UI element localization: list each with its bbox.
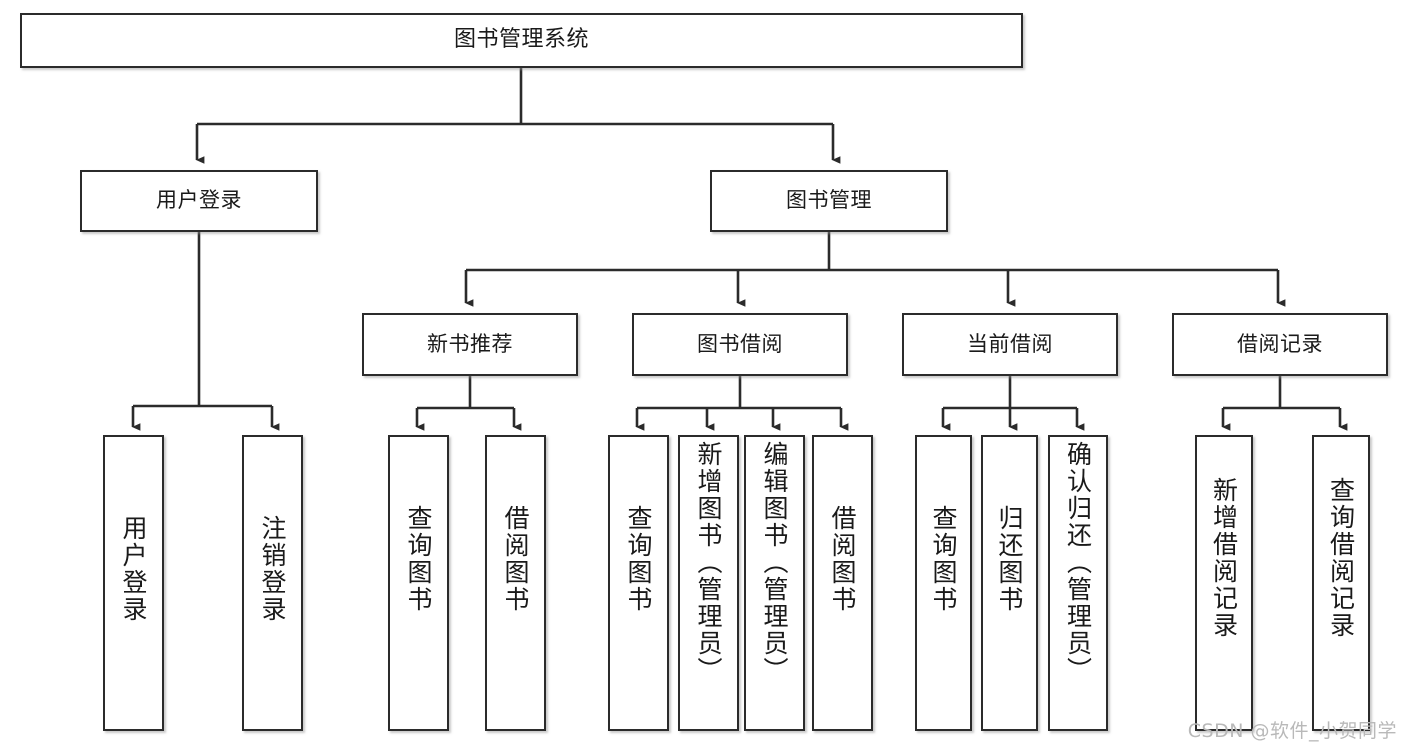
node-book-borrow[interactable]: 图书借阅: [632, 313, 848, 376]
node-label: 查询图书: [624, 505, 653, 613]
node-label: 查询借阅记录: [1326, 477, 1356, 639]
node-leaf-add-record[interactable]: 新增借阅记录: [1195, 435, 1253, 731]
node-label: 图书管理系统: [453, 27, 589, 53]
node-leaf-borrow-book-2[interactable]: 借阅图书: [812, 435, 873, 731]
node-leaf-add-book[interactable]: 新增图书（管理员）: [678, 435, 739, 731]
node-label: 注销登录: [258, 515, 287, 623]
node-book-management[interactable]: 图书管理: [710, 170, 948, 232]
node-label: 借阅图书: [501, 505, 530, 613]
node-label: 图书借阅: [697, 331, 783, 356]
node-label: 新增借阅记录: [1209, 477, 1239, 639]
node-leaf-query-book-1[interactable]: 查询图书: [388, 435, 449, 731]
node-user-login[interactable]: 用户登录: [80, 170, 318, 232]
node-label: 借阅记录: [1237, 331, 1323, 356]
node-label: 当前借阅: [967, 331, 1053, 356]
node-label: 借阅图书: [828, 505, 857, 613]
node-leaf-confirm-return[interactable]: 确认归还（管理员）: [1048, 435, 1108, 731]
watermark-credit: CSDN @软件_小贺同学: [1187, 720, 1397, 742]
node-label: 查询图书: [929, 505, 958, 613]
node-new-book-recommend[interactable]: 新书推荐: [362, 313, 578, 376]
node-borrow-record[interactable]: 借阅记录: [1172, 313, 1388, 376]
node-label: 新书推荐: [427, 331, 513, 356]
node-leaf-logout[interactable]: 注销登录: [242, 435, 303, 731]
node-label: 确认归还（管理员）: [1063, 441, 1093, 684]
node-current-borrow[interactable]: 当前借阅: [902, 313, 1118, 376]
node-root-system[interactable]: 图书管理系统: [20, 13, 1023, 68]
node-leaf-edit-book[interactable]: 编辑图书（管理员）: [744, 435, 805, 731]
node-label: 图书管理: [786, 188, 872, 213]
node-leaf-query-record[interactable]: 查询借阅记录: [1312, 435, 1370, 731]
node-leaf-return-book[interactable]: 归还图书: [981, 435, 1038, 731]
node-label: 用户登录: [119, 515, 148, 623]
node-leaf-borrow-book-1[interactable]: 借阅图书: [485, 435, 546, 731]
node-label: 归还图书: [995, 505, 1024, 613]
node-leaf-user-login[interactable]: 用户登录: [103, 435, 164, 731]
node-leaf-query-book-3[interactable]: 查询图书: [915, 435, 972, 731]
node-label: 编辑图书（管理员）: [760, 441, 789, 684]
node-label: 用户登录: [156, 188, 242, 213]
node-label: 新增图书（管理员）: [694, 441, 723, 684]
node-leaf-query-book-2[interactable]: 查询图书: [608, 435, 669, 731]
node-label: 查询图书: [404, 505, 433, 613]
